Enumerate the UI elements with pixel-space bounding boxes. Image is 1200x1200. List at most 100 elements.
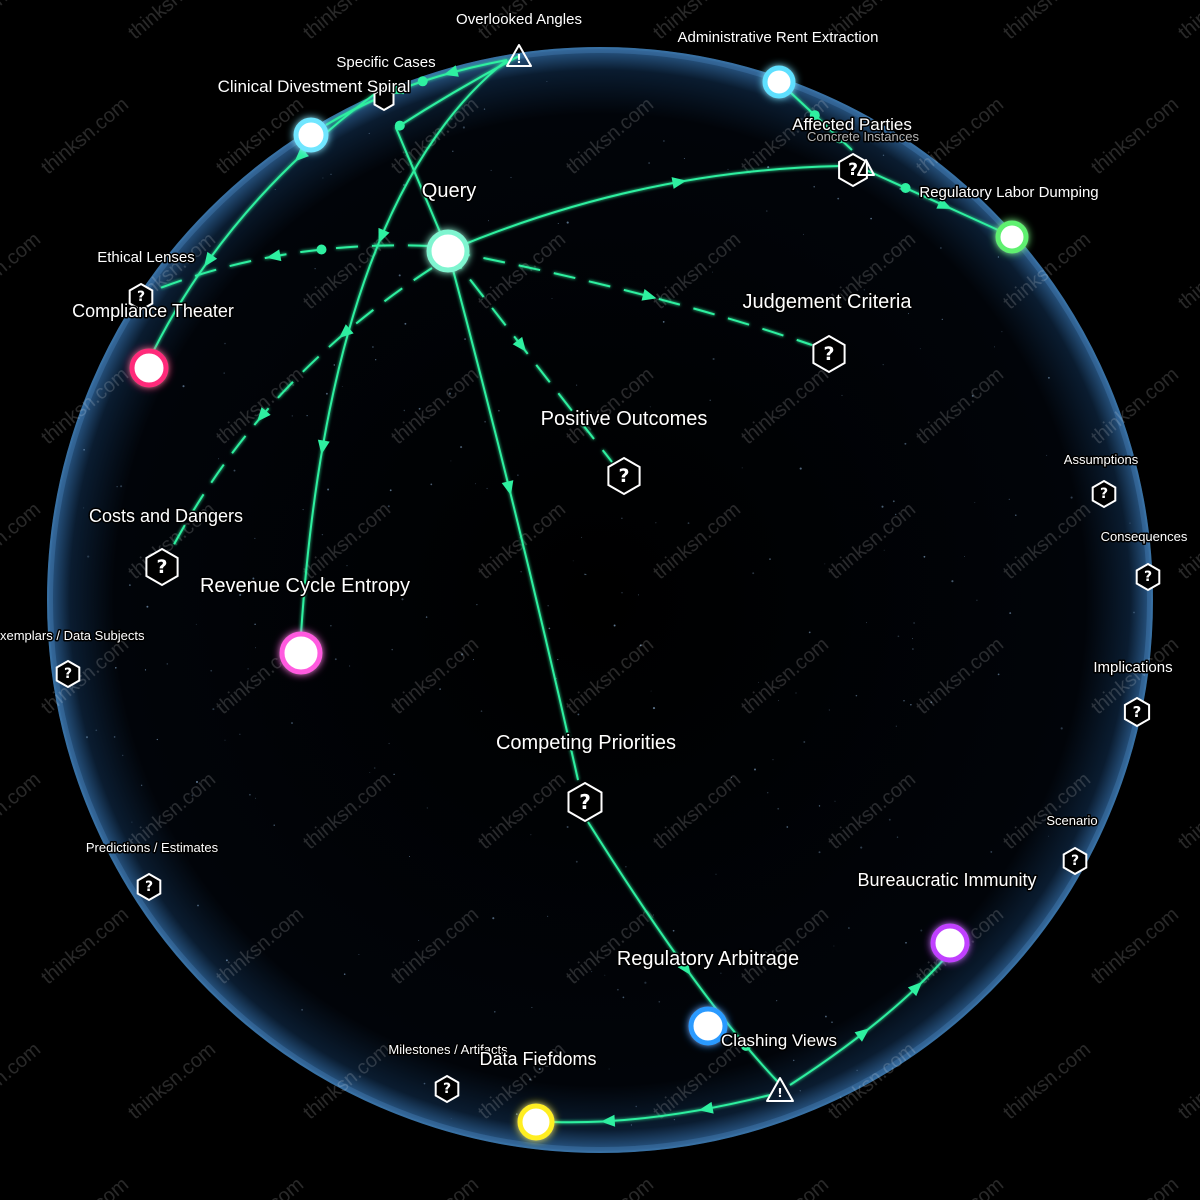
consequences-marker[interactable]: ?	[1135, 562, 1161, 592]
edge-arrowhead	[854, 1028, 870, 1042]
star	[818, 805, 821, 807]
star	[520, 571, 522, 573]
star	[389, 489, 392, 492]
star	[808, 631, 811, 634]
star	[650, 690, 652, 692]
star	[487, 220, 489, 222]
star	[146, 605, 149, 608]
star	[341, 385, 343, 387]
star	[581, 536, 583, 538]
star	[224, 342, 226, 345]
administrative-rent-extraction-node[interactable]	[762, 65, 796, 99]
question-mark-glyph: ?	[579, 790, 591, 814]
star	[908, 313, 909, 315]
star	[548, 782, 550, 784]
predictions-marker[interactable]: ?	[136, 872, 162, 902]
star	[557, 659, 559, 661]
watermark-text: thinksn.com	[1087, 903, 1183, 988]
watermark-text: thinksn.com	[912, 1173, 1008, 1200]
watermark-text: thinksn.com	[1087, 1173, 1183, 1200]
star	[387, 505, 390, 508]
star	[572, 560, 574, 562]
star	[195, 780, 199, 784]
star	[754, 768, 756, 771]
star	[672, 929, 675, 932]
watermark-text: thinksn.com	[0, 0, 45, 44]
exemplars-marker[interactable]: ?	[55, 659, 81, 689]
overlooked-angles-marker[interactable]: !	[506, 44, 532, 67]
question-hexagon-icon	[607, 456, 641, 496]
milestones-marker[interactable]: ?	[434, 1074, 460, 1104]
edge-arrowhead	[378, 227, 390, 244]
star	[577, 422, 580, 425]
assumptions-marker[interactable]: ?	[1091, 479, 1117, 509]
watermark-text: thinksn.com	[387, 1173, 483, 1200]
watermark-text: thinksn.com	[0, 1038, 45, 1123]
star	[274, 189, 276, 191]
star	[712, 357, 715, 361]
judgement-criteria-marker[interactable]: ?	[812, 334, 846, 374]
star	[803, 233, 804, 235]
star	[121, 754, 124, 757]
star	[492, 917, 495, 920]
star	[439, 688, 441, 690]
star	[418, 940, 420, 941]
clinical-divestment-spiral-node[interactable]	[293, 117, 329, 153]
star	[412, 1050, 415, 1052]
bureaucratic-immunity-node[interactable]	[930, 923, 970, 963]
competing-priorities-marker[interactable]: ?	[567, 781, 603, 823]
concrete-instances-marker[interactable]	[857, 159, 875, 176]
star	[247, 668, 249, 670]
star	[584, 573, 586, 576]
question-hexagon-icon	[145, 547, 179, 587]
labels-layer: Query Overlooked Angles Specific Cases C…	[0, 10, 1189, 1071]
star	[498, 409, 500, 412]
star	[652, 707, 656, 710]
star	[197, 904, 199, 907]
star	[120, 485, 123, 488]
costs-and-dangers-marker[interactable]: ?	[145, 547, 179, 587]
implications-marker[interactable]: ?	[1123, 696, 1151, 728]
star	[687, 522, 690, 524]
star	[557, 222, 559, 225]
star	[892, 500, 895, 503]
scenario-marker[interactable]: ?	[1062, 846, 1088, 876]
positive-outcomes-marker[interactable]: ?	[607, 456, 641, 496]
clashing-views-marker[interactable]: !	[766, 1077, 794, 1102]
star	[617, 988, 619, 991]
revenue-cycle-entropy-node[interactable]	[279, 631, 323, 675]
affected-parties-marker[interactable]: ?	[838, 152, 868, 188]
query-node[interactable]	[426, 229, 470, 273]
star	[426, 807, 428, 809]
question-mark-glyph: ?	[1144, 569, 1152, 585]
star	[971, 394, 974, 397]
star	[903, 700, 905, 702]
administrative-rent-extraction-label: Administrative Rent Extraction	[678, 29, 879, 46]
data-fiefdoms-label: Data Fiefdoms	[479, 1049, 596, 1069]
query-to-positive-outcomes-edge	[447, 250, 613, 463]
category-markers: ? ? ? ? ? ? ? ?	[55, 44, 1161, 1104]
star	[113, 736, 116, 738]
star	[720, 972, 722, 974]
star	[863, 289, 865, 291]
question-mark-glyph: ?	[848, 160, 858, 180]
compliance-theater-node[interactable]	[129, 348, 169, 388]
star	[662, 321, 665, 323]
data-fiefdoms-node[interactable]	[517, 1103, 555, 1141]
star	[837, 298, 840, 300]
warning-triangle-icon	[506, 44, 532, 67]
star	[116, 486, 118, 488]
hexagon-icon	[373, 86, 395, 112]
star	[1001, 331, 1003, 333]
star	[418, 407, 421, 410]
star	[848, 927, 850, 929]
star	[547, 605, 549, 607]
regulatory-arbitrage-node[interactable]	[688, 1006, 728, 1046]
specific-cases-marker[interactable]	[373, 86, 395, 112]
ethical-lenses-marker[interactable]: ?	[128, 282, 154, 312]
star	[997, 673, 1000, 676]
regulatory-labor-dumping-node[interactable]	[995, 220, 1029, 254]
edge-arrowhead	[266, 249, 282, 262]
query-label: Query	[422, 180, 476, 202]
